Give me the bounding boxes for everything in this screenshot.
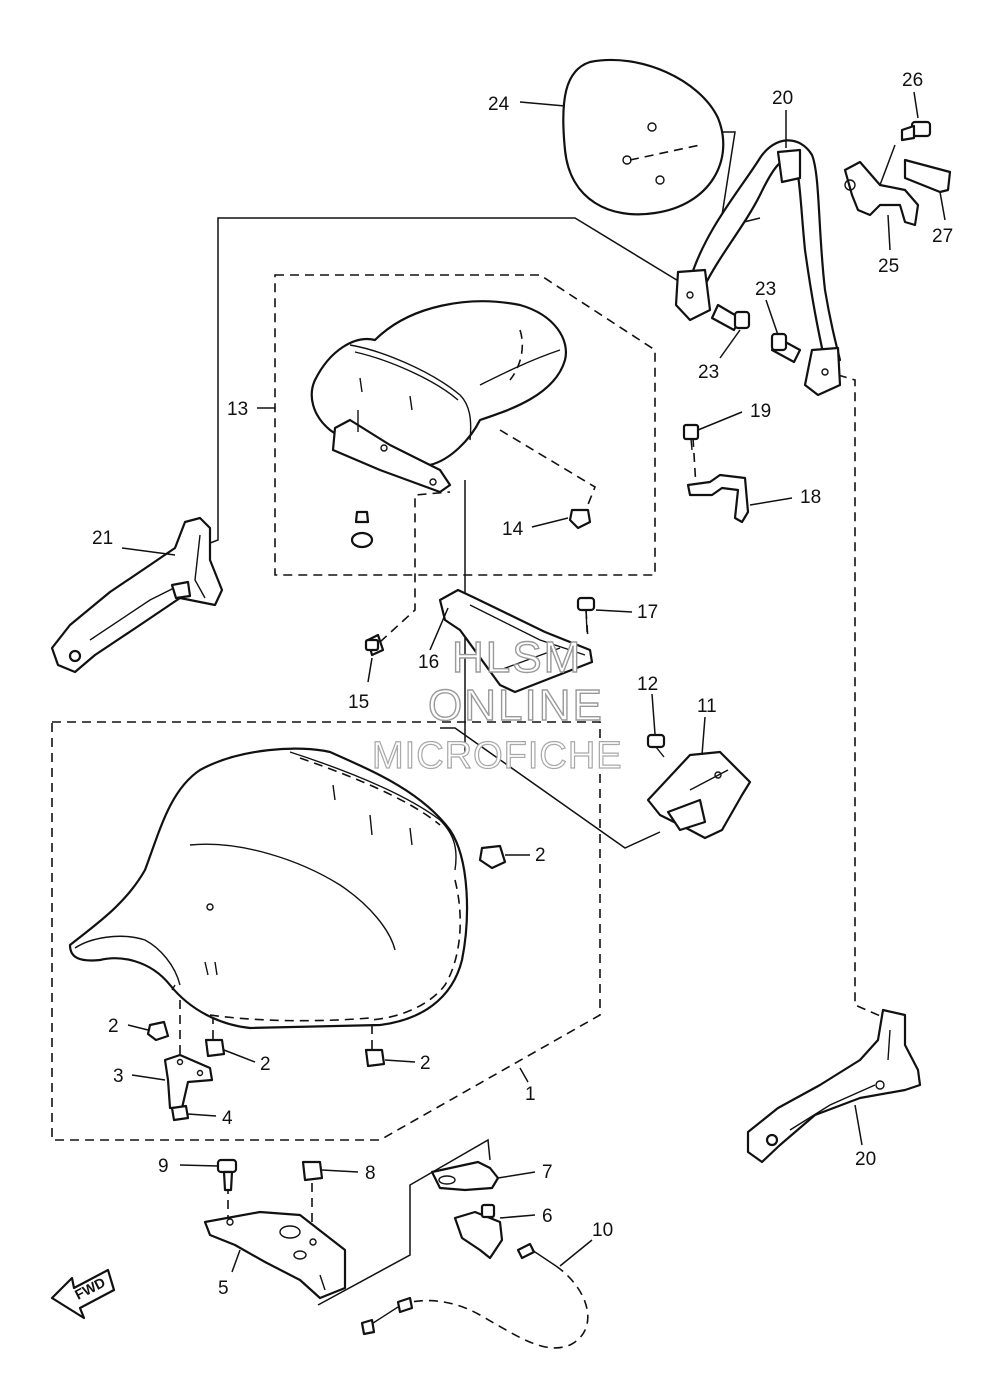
- bolt-26: [879, 120, 932, 186]
- plate-5: [203, 1210, 347, 1300]
- grab-rail-21: [50, 516, 224, 674]
- bolt-23a: [710, 303, 751, 332]
- lead-22-to-20: [837, 374, 886, 1019]
- callout-3: 3: [113, 1066, 124, 1087]
- backrest-bar: [674, 139, 842, 397]
- callout-23-upper: 23: [755, 279, 776, 300]
- nut-2-rear: [364, 1048, 386, 1068]
- watermark-line-3: MICROFICHE: [372, 735, 623, 777]
- bracket-3: [163, 1053, 214, 1110]
- callout-26: 26: [902, 70, 923, 91]
- callout-16: 16: [418, 652, 439, 673]
- callout-19: 19: [750, 401, 771, 422]
- callout-13: 13: [227, 399, 248, 420]
- callout-11: 11: [697, 696, 717, 717]
- cable-10: [360, 1242, 589, 1349]
- callout-23-lower: 23: [698, 362, 719, 383]
- lock-6: [453, 1203, 504, 1260]
- bolt-9: [216, 1158, 238, 1192]
- grab-rail-20: [746, 1008, 922, 1164]
- callout-9: 9: [158, 1156, 169, 1177]
- nut-2-left: [146, 1020, 170, 1042]
- bolt-12: [646, 733, 666, 758]
- callout-7: 7: [542, 1162, 553, 1183]
- callout-1: 1: [525, 1084, 536, 1105]
- watermark-line-1: HLSM: [452, 633, 582, 682]
- hook-7: [430, 1160, 500, 1192]
- callout-8: 8: [365, 1163, 376, 1184]
- lead-21-to-22: [204, 217, 681, 546]
- passenger-seat: [310, 300, 567, 494]
- callout-10: 10: [592, 1220, 613, 1241]
- callout-2-right: 2: [535, 845, 546, 866]
- lead-18-19: [692, 437, 697, 488]
- lead-5-to-7: [317, 1138, 491, 1306]
- callout-6: 6: [542, 1206, 553, 1227]
- callout-24: 24: [488, 94, 510, 115]
- callout-18: 18: [800, 487, 821, 508]
- callout-2-rear: 2: [420, 1053, 431, 1074]
- bolt-17: [576, 596, 596, 633]
- bracket-16: [438, 588, 594, 694]
- callout-14: 14: [502, 519, 524, 540]
- backrest-pad: [562, 58, 725, 216]
- stay-18: [686, 473, 750, 524]
- nut-rear-seat: [350, 510, 374, 549]
- callout-2-left: 2: [108, 1016, 119, 1037]
- bolt-23b: [770, 332, 802, 364]
- group-box-rider-seat: [51, 721, 601, 1141]
- callout-12: 12: [637, 674, 658, 695]
- callout-21: 21: [92, 528, 113, 549]
- lead-14: [499, 429, 596, 513]
- rider-seat: [68, 747, 469, 1030]
- nut-2-center: [204, 1038, 226, 1058]
- group-box-rear-seat: [274, 274, 656, 576]
- callout-20: 20: [855, 1149, 876, 1170]
- pad-27: [903, 158, 952, 194]
- bolt-19: [682, 423, 700, 451]
- callout-4: 4: [222, 1108, 233, 1129]
- callout-22: 20: [772, 88, 793, 109]
- watermark: HLSM ONLINE MICROFICHE: [371, 632, 623, 777]
- callout-27: 27: [932, 226, 953, 247]
- bracket-11: [646, 750, 752, 840]
- nut-14: [568, 508, 592, 530]
- watermark-line-2: ONLINE: [428, 681, 604, 730]
- callout-25: 25: [878, 256, 899, 277]
- lead-seat-to-11: [440, 727, 661, 849]
- fwd-arrow: FWD: [50, 1268, 116, 1320]
- bolt-15: [364, 633, 385, 657]
- lead-15: [379, 491, 451, 643]
- callout-5: 5: [218, 1278, 229, 1299]
- callout-17: 17: [637, 602, 658, 623]
- bolt-4: [170, 1104, 190, 1122]
- callout-15: 15: [348, 692, 369, 713]
- callout-2-center: 2: [260, 1054, 271, 1075]
- nut-8: [301, 1160, 324, 1182]
- nut-2-right: [478, 844, 507, 870]
